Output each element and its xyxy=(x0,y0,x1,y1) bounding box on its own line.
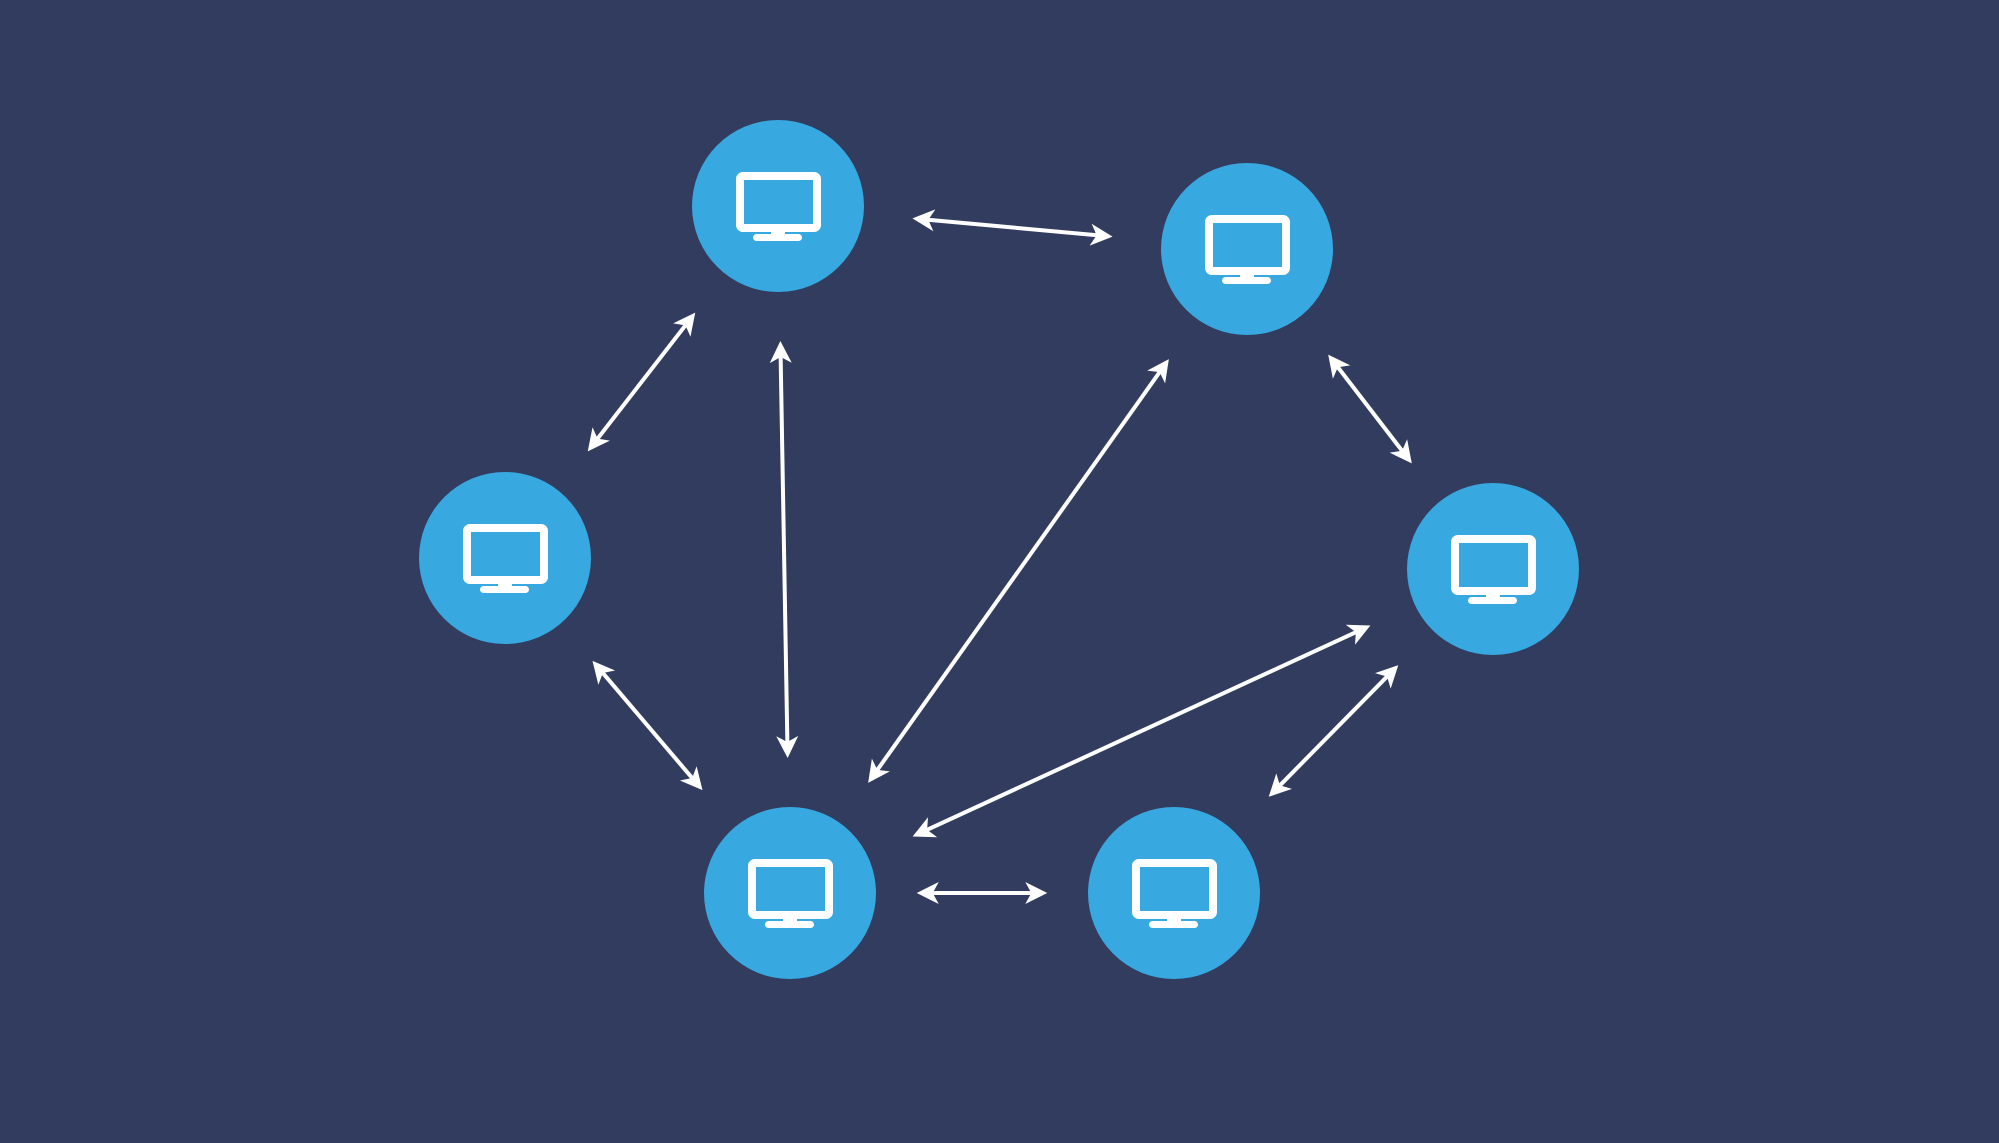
arrowhead xyxy=(1147,359,1169,384)
arrow-bottom-right-right xyxy=(1268,665,1399,797)
node-circle xyxy=(1088,807,1260,979)
arrowhead xyxy=(679,766,703,791)
arrowhead xyxy=(769,340,792,364)
monitor-icon xyxy=(736,172,821,241)
node-circle xyxy=(1407,483,1579,655)
node-circle xyxy=(692,120,864,292)
arrowhead xyxy=(1328,354,1351,379)
arrow-line xyxy=(920,627,1363,835)
arrow-bottom-bottom-right xyxy=(916,882,1048,904)
arrowhead xyxy=(1268,773,1292,797)
arrowhead xyxy=(868,758,890,783)
node-circle xyxy=(704,807,876,979)
arrowhead xyxy=(776,735,799,759)
arrow-bottom-right xyxy=(912,624,1371,838)
node-circle xyxy=(1161,163,1333,335)
arrow-line xyxy=(592,319,691,445)
arrow-left-top xyxy=(587,312,696,452)
arrowhead xyxy=(1375,665,1399,689)
arrowhead xyxy=(587,427,610,452)
edges xyxy=(587,209,1412,904)
monitor-icon xyxy=(463,524,548,593)
arrowhead xyxy=(1089,223,1113,246)
arrow-top-bottom xyxy=(769,340,799,759)
arrow-top-top-right xyxy=(912,209,1113,246)
node-circle xyxy=(419,472,591,644)
node-top-right xyxy=(1161,163,1333,335)
monitor-icon xyxy=(1205,215,1290,284)
arrow-line xyxy=(778,350,790,749)
arrow-line xyxy=(597,667,698,784)
node-bottom xyxy=(704,807,876,979)
arrowhead xyxy=(1025,882,1048,904)
monitor-icon xyxy=(748,859,833,928)
arrow-line xyxy=(872,366,1165,776)
arrow-line xyxy=(1332,361,1408,457)
arrow-line xyxy=(922,217,1103,238)
node-right xyxy=(1407,483,1579,655)
arrowhead xyxy=(673,312,696,337)
arrowhead xyxy=(912,817,938,838)
arrow-line xyxy=(1274,670,1393,792)
node-bottom-right xyxy=(1088,807,1260,979)
node-left xyxy=(419,472,591,644)
node-top xyxy=(692,120,864,292)
monitor-icon xyxy=(1451,535,1536,604)
arrowhead xyxy=(592,660,616,685)
arrow-left-bottom xyxy=(592,660,703,791)
nodes xyxy=(419,120,1579,979)
arrowhead xyxy=(916,882,939,904)
arrow-top-right-right xyxy=(1328,354,1412,464)
arrow-bottom-top-right xyxy=(868,359,1169,783)
arrowhead xyxy=(912,209,936,232)
monitor-icon xyxy=(1132,859,1217,928)
arrowhead xyxy=(1389,439,1412,464)
arrowhead xyxy=(1345,624,1371,645)
